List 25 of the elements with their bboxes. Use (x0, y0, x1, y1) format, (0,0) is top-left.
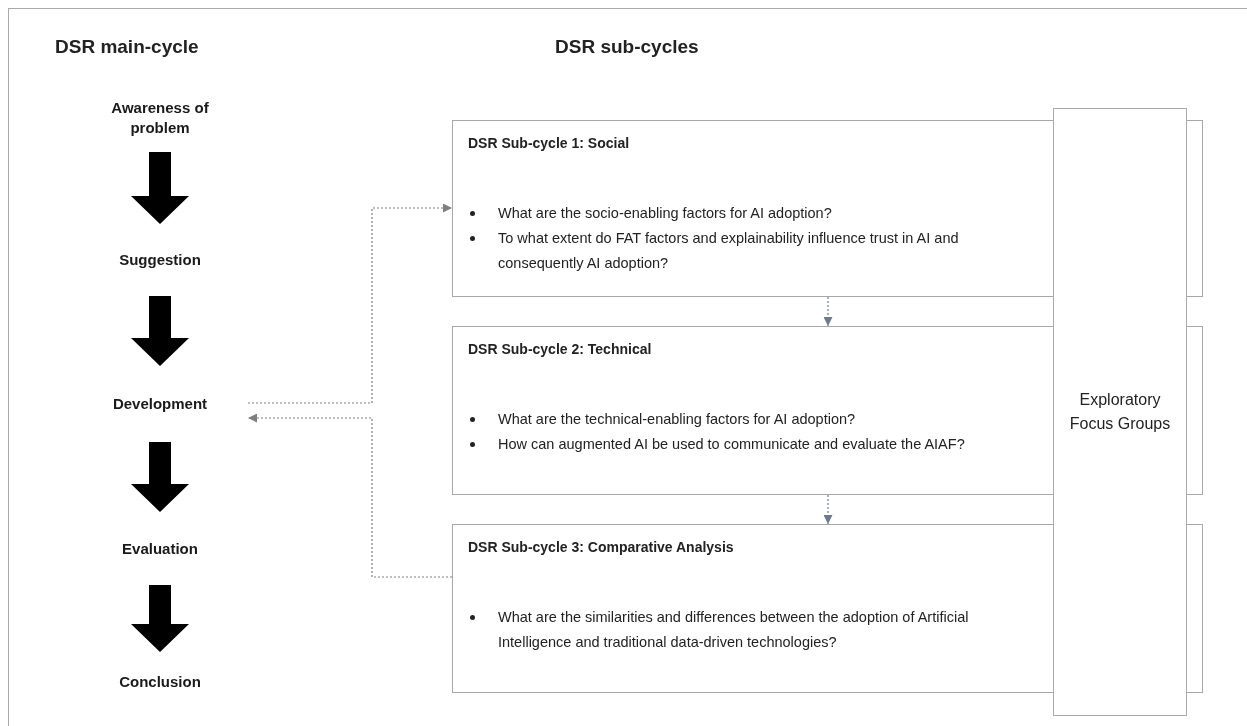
column-heading: DSR sub-cycles (555, 36, 699, 58)
question-text: What are the technical-enabling factors for AI adoption? (498, 410, 857, 429)
box-heading: DSR Sub-cycle 3: Comparative Analysis (468, 539, 734, 555)
question-text: How can augmented AI be used to communicate and evaluate the AIAF? (498, 435, 966, 454)
question-text: What are the socio-enabling factors for AI adoption? (498, 204, 833, 223)
question-text: To what extent do FAT factors and explainability influence trust in AI and consequently AI adoption? (498, 229, 960, 273)
arrow (823, 494, 833, 525)
question-text: What are the similarities and differences between the adoption of Artificial Intelligence and traditional data-driven technologies? (498, 608, 970, 652)
block-arrow (131, 152, 189, 224)
arrow (823, 296, 833, 327)
box-heading: DSR Sub-cycle 1: Social (468, 135, 630, 151)
box-heading: DSR Sub-cycle 2: Technical (468, 341, 652, 357)
stage-label: Suggestion (119, 250, 201, 270)
stage-label: Conclusion (119, 672, 201, 692)
stage-label: Development (112, 394, 208, 414)
stage-label: Evaluation (122, 538, 198, 559)
block-arrow (131, 585, 189, 652)
block-arrow (131, 442, 189, 512)
process-box (1053, 108, 1187, 716)
arrow (247, 203, 453, 404)
block-arrow (131, 296, 189, 366)
box-label: Exploratory Focus Groups (1068, 390, 1172, 434)
arrow (247, 413, 453, 578)
stage-label: Awareness of problem (110, 98, 210, 138)
column-heading: DSR main-cycle (55, 36, 199, 58)
